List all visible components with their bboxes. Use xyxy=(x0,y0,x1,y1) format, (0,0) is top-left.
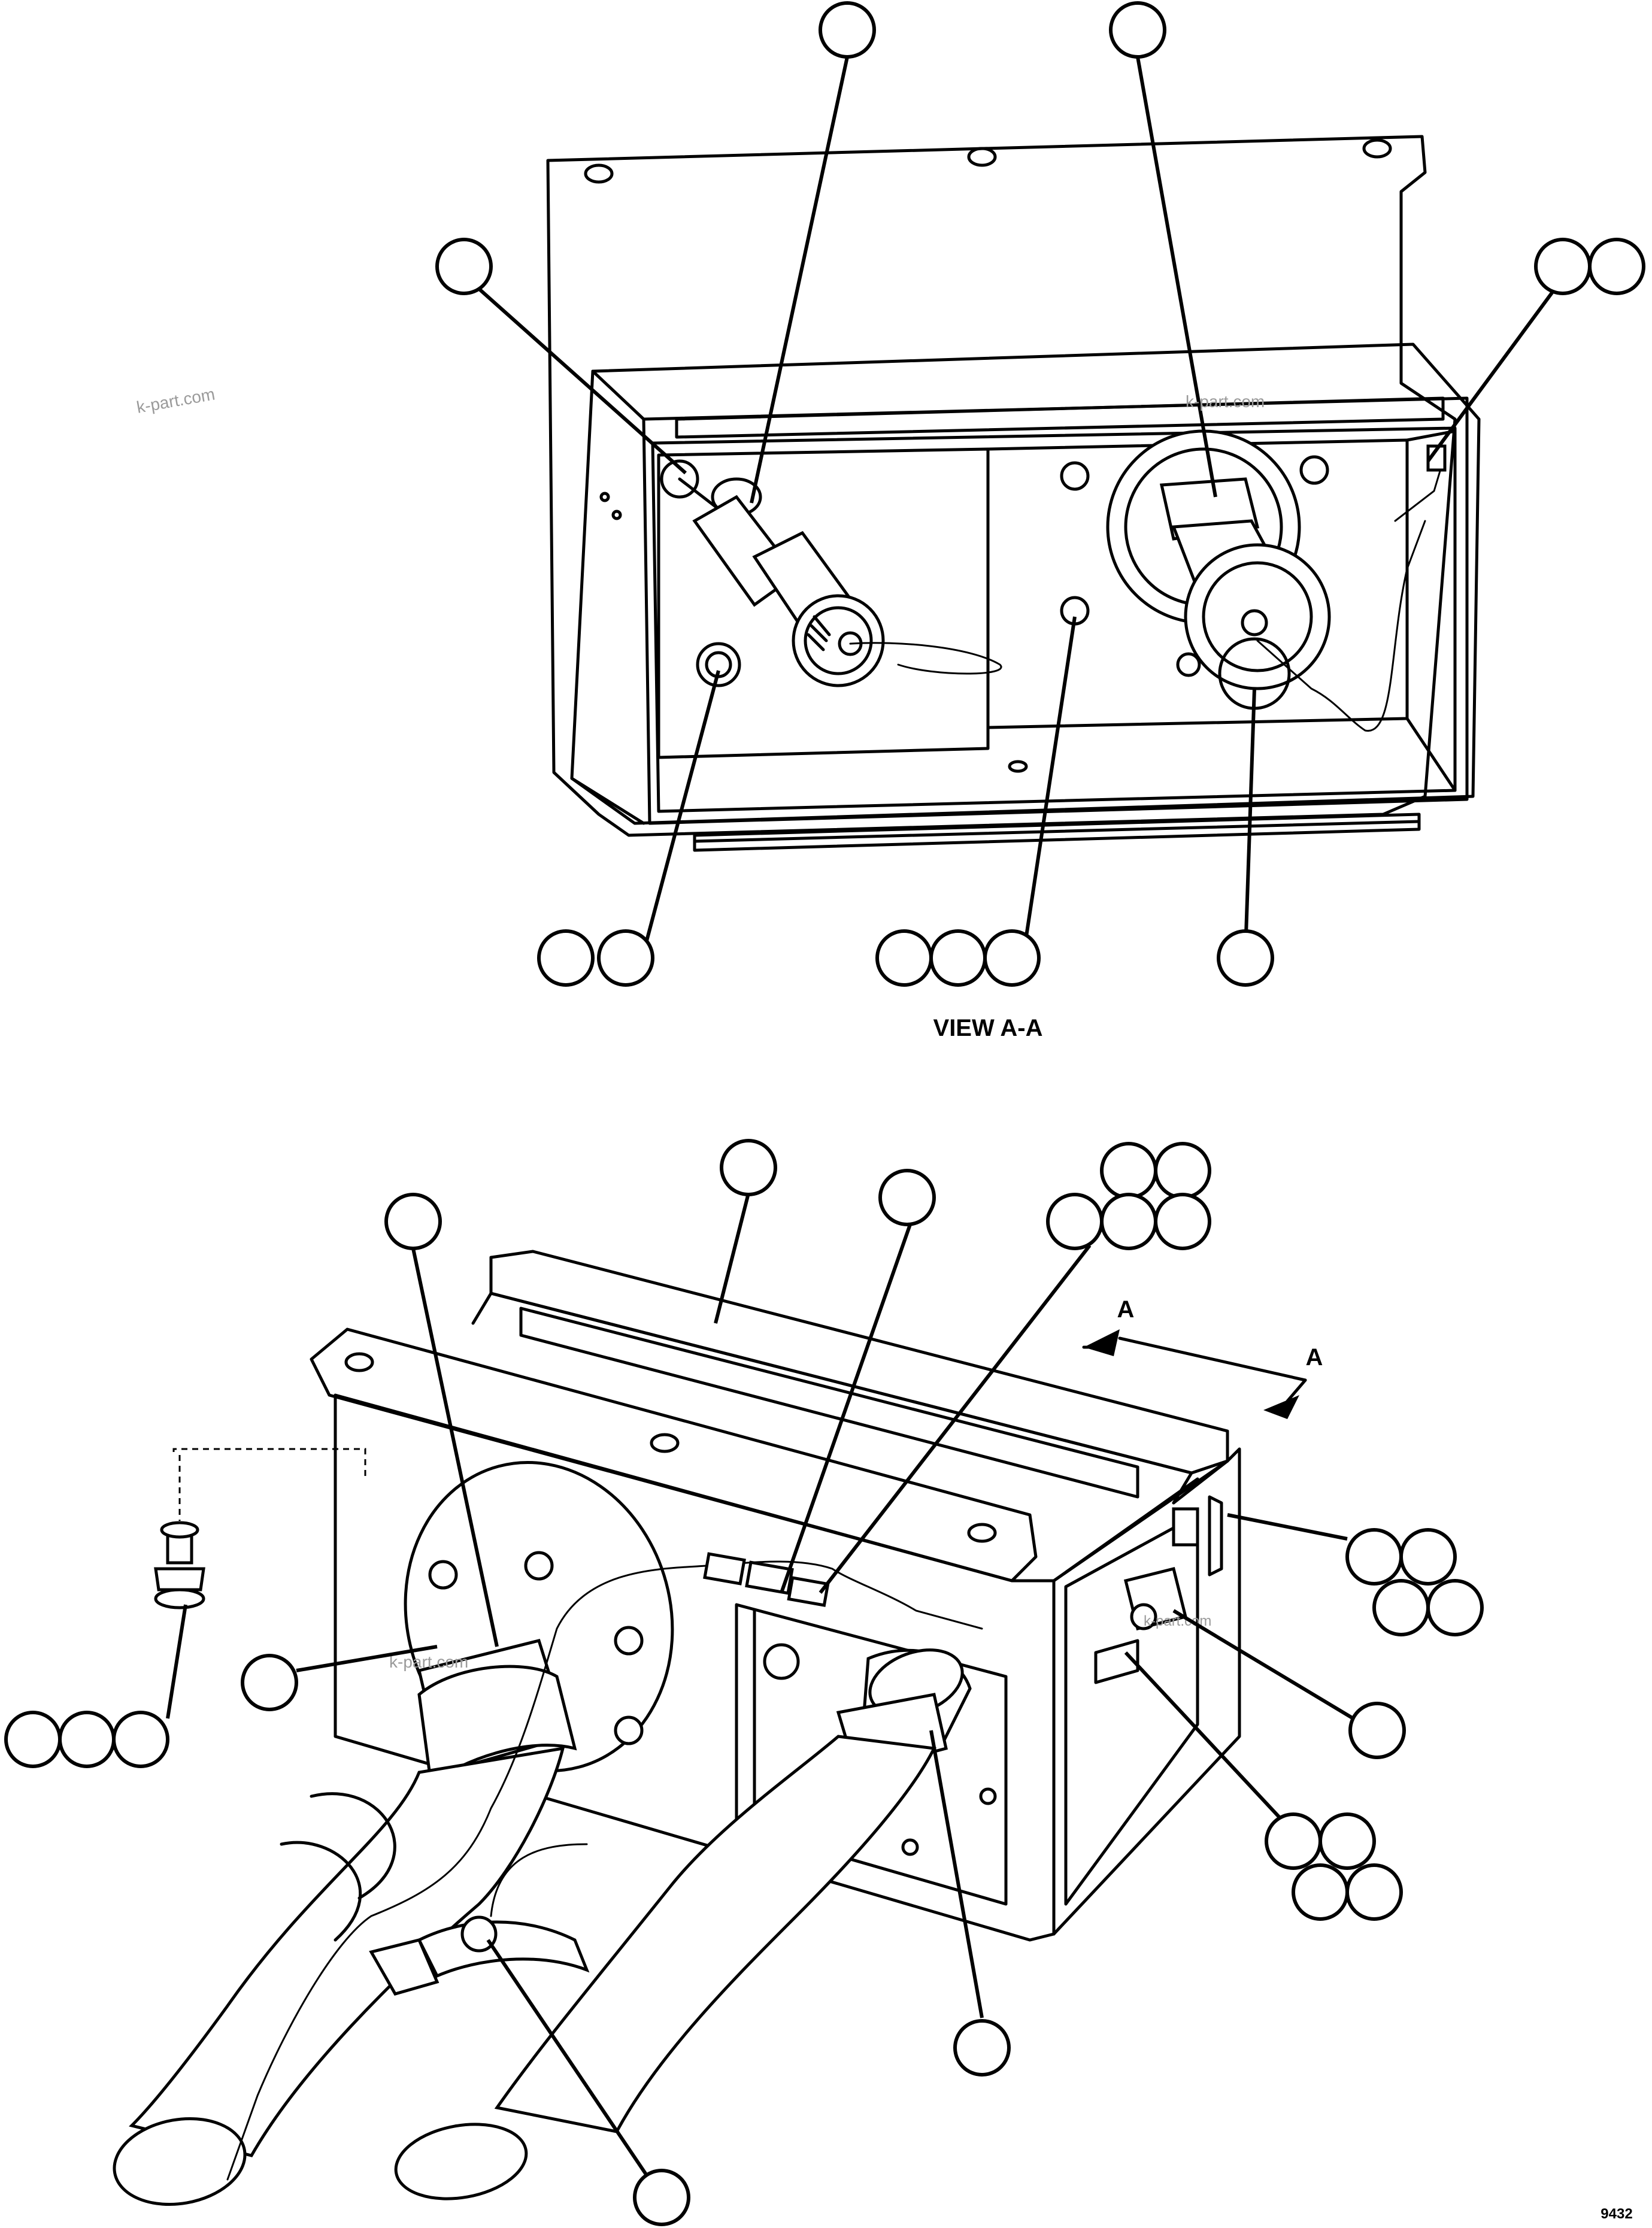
callout-balloon xyxy=(1534,238,1592,295)
callout-balloon xyxy=(819,1,876,59)
callout-balloon xyxy=(1265,1812,1322,1870)
section-label-a-left: A xyxy=(1117,1296,1135,1323)
callout-balloon xyxy=(1348,1702,1406,1759)
mounting-flange xyxy=(310,1327,1038,1583)
enclosure-lid xyxy=(489,1250,1229,1475)
callout-balloon xyxy=(720,1139,777,1196)
callout-balloon xyxy=(1318,1812,1376,1870)
watermark: k-part.com xyxy=(389,1653,468,1671)
view-a-a-drawing xyxy=(546,135,1481,852)
callout-balloon xyxy=(1109,1,1166,59)
callout-balloon xyxy=(1345,1528,1403,1586)
callout-balloon xyxy=(1046,1193,1104,1250)
p-clamp xyxy=(369,1915,590,1996)
callout-balloon xyxy=(929,929,987,987)
callout-balloon xyxy=(1217,929,1274,987)
callout-balloon xyxy=(1100,1142,1157,1199)
callout-balloon xyxy=(878,1169,936,1226)
callout-balloon xyxy=(953,2019,1011,2077)
callout-balloon xyxy=(633,2169,690,2226)
callout-balloon xyxy=(58,1711,116,1768)
callout-balloon xyxy=(241,1654,298,1711)
large-fitting-left xyxy=(404,1460,674,1787)
callout-balloon xyxy=(1154,1142,1211,1199)
sheet-code: 9432 xyxy=(1601,2206,1632,2222)
callout-balloon xyxy=(4,1711,62,1768)
hose-left xyxy=(129,1746,565,2157)
watermark: k-part.com xyxy=(135,384,217,416)
isometric-callouts xyxy=(4,1139,1484,2226)
section-label-a-right: A xyxy=(1306,1344,1323,1371)
cap-screw xyxy=(154,1448,366,1609)
mounting-plate xyxy=(546,135,1457,837)
quick-coupler-left xyxy=(660,459,1002,687)
callout-balloon xyxy=(112,1711,169,1768)
callout-balloon xyxy=(1292,1863,1349,1921)
callout-balloon xyxy=(875,929,933,987)
callout-balloon xyxy=(1426,1579,1484,1636)
isometric-drawing xyxy=(113,1250,1307,2206)
callout-balloon xyxy=(1100,1193,1157,1250)
view-a-a-callouts xyxy=(435,1,1645,987)
watermark: k-part.com xyxy=(1186,392,1265,411)
view-a-a-leaders xyxy=(475,56,1559,953)
section-arrowhead-right xyxy=(1263,1395,1299,1419)
callout-balloon xyxy=(983,929,1041,987)
wire-harness xyxy=(226,1565,708,2181)
callout-balloon xyxy=(1372,1579,1430,1636)
callout-balloon xyxy=(1154,1193,1211,1250)
quick-coupler-right xyxy=(1106,429,1447,732)
callout-balloon xyxy=(435,238,493,295)
section-arrow xyxy=(1118,1336,1307,1382)
view-label: VIEW A-A xyxy=(933,1015,1043,1041)
callout-balloon xyxy=(384,1193,442,1250)
callout-balloon xyxy=(537,929,595,987)
callout-balloon xyxy=(1345,1863,1403,1921)
callout-balloon xyxy=(1588,238,1645,295)
isometric-leaders xyxy=(166,1193,1354,2199)
callout-balloon xyxy=(597,929,654,987)
side-connector xyxy=(1094,1507,1199,1684)
callout-balloon xyxy=(1399,1528,1457,1586)
section-arrowhead-left xyxy=(1084,1329,1120,1356)
